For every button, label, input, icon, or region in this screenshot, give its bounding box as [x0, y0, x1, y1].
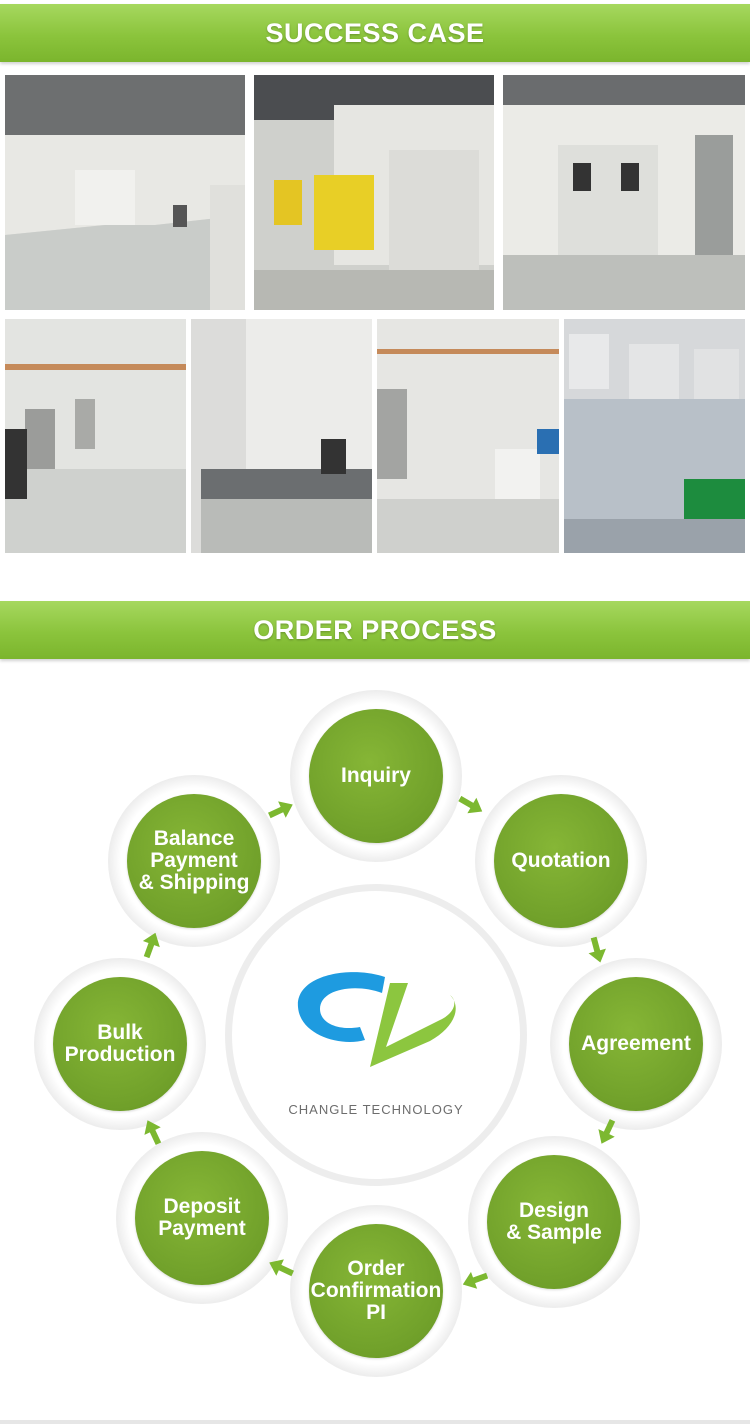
- case-photo-doors: [503, 75, 745, 310]
- success-case-title: SUCCESS CASE: [265, 17, 485, 48]
- step-deposit-payment: Deposit Payment: [135, 1151, 269, 1285]
- step-quotation: Quotation: [494, 794, 628, 928]
- step-inquiry: Inquiry: [309, 709, 443, 843]
- order-process-title: ORDER PROCESS: [253, 614, 497, 645]
- order-process-banner: ORDER PROCESS: [0, 601, 750, 659]
- arrow-left-icon: [462, 1271, 489, 1289]
- arrow-up-icon: [144, 1120, 162, 1146]
- step-balance-payment: Balance Payment & Shipping: [127, 794, 261, 928]
- step-order-confirmation: Order Confirmation PI: [309, 1224, 443, 1358]
- step-bulk-production: Bulk Production: [53, 977, 187, 1111]
- success-case-banner: SUCCESS CASE: [0, 4, 750, 62]
- step-agreement: Agreement: [569, 977, 703, 1111]
- step-design-sample: Design & Sample: [487, 1155, 621, 1289]
- case-photo-corridor: [5, 75, 245, 310]
- case-photo-sink: [377, 319, 559, 553]
- arrow-down-icon: [598, 1118, 616, 1144]
- arrow-down-icon: [588, 936, 606, 963]
- case-photo-coldroom: [564, 319, 745, 553]
- arrow-right-icon: [267, 801, 293, 819]
- case-photo-tanks: [5, 319, 186, 553]
- changle-logo-icon: [297, 972, 456, 1067]
- bottom-divider: [0, 1420, 750, 1424]
- center-logo-circle: [225, 884, 527, 1186]
- case-photo-cabinet: [254, 75, 494, 310]
- arrow-up-icon: [142, 932, 160, 959]
- case-photo-lab-bench: [191, 319, 372, 553]
- arrow-right-icon: [458, 795, 483, 814]
- arrow-left-icon: [269, 1259, 295, 1277]
- logo-text: CHANGLE TECHNOLOGY: [288, 1102, 464, 1117]
